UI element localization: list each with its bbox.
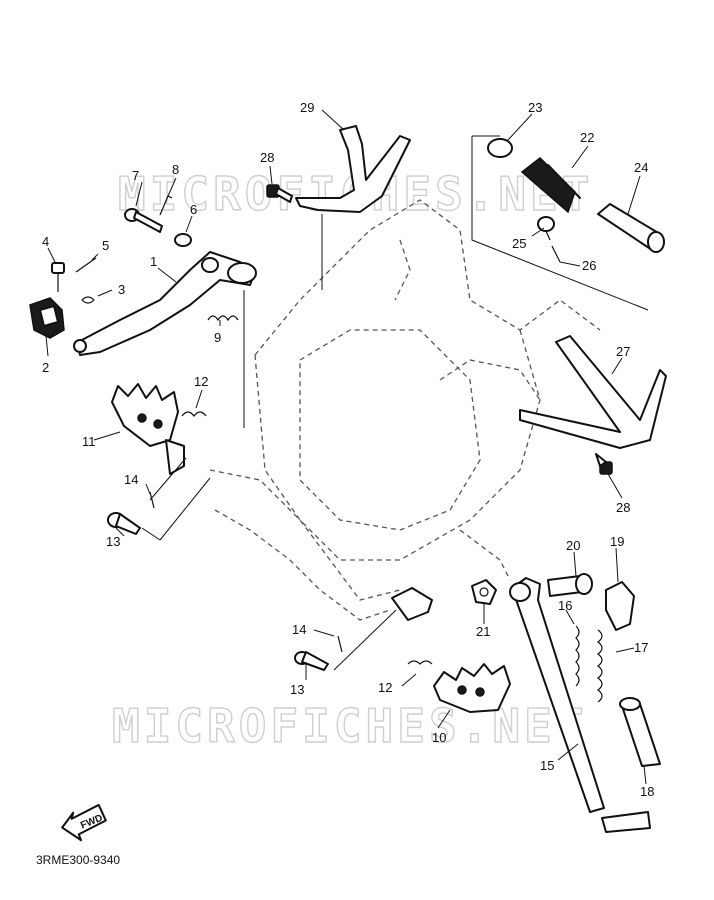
- callout-29: 29: [300, 100, 314, 115]
- sidestand: [509, 577, 651, 833]
- footrest-mount-right: [391, 587, 433, 621]
- callout-4: 4: [42, 234, 49, 249]
- callout-14-left: 14: [124, 472, 138, 487]
- bolt-right: [595, 453, 613, 475]
- assembly-bracket-22-26: [471, 135, 649, 311]
- footrest-cotter-left: [149, 491, 155, 509]
- footrest-pin-rear: [597, 203, 665, 253]
- split-pin: [551, 245, 561, 263]
- footrest-left: [111, 383, 185, 475]
- callout-25: 25: [512, 236, 526, 251]
- footrest-cotter-right: [337, 635, 343, 653]
- nut: [471, 579, 497, 605]
- callout-13-left: 13: [106, 534, 120, 549]
- callout-12-left: 12: [194, 374, 208, 389]
- pivot-pin: [51, 262, 65, 292]
- pedal-spring: [81, 296, 95, 304]
- callout-16: 16: [558, 598, 572, 613]
- pedal-tip: [29, 297, 65, 339]
- callout-12-right: 12: [378, 680, 392, 695]
- fwd-arrow-icon: FWD: [61, 803, 107, 842]
- brake-pedal: [73, 251, 257, 356]
- frame-outline: [209, 199, 601, 621]
- callout-17: 17: [634, 640, 648, 655]
- sidestand-spring-17: [597, 629, 603, 703]
- callout-23: 23: [528, 100, 542, 115]
- callout-28-top: 28: [260, 150, 274, 165]
- callout-11: 11: [82, 434, 96, 449]
- callout-1: 1: [150, 254, 157, 269]
- callout-3: 3: [118, 282, 125, 297]
- callout-28-right: 28: [616, 500, 630, 515]
- leader-lines: [45, 109, 647, 785]
- cotter-pin: [75, 257, 97, 273]
- bracket: [295, 125, 411, 213]
- callout-22: 22: [580, 130, 594, 145]
- bolt-top: [266, 184, 293, 203]
- callout-8: 8: [172, 162, 179, 177]
- footrest-rubber: [520, 157, 581, 214]
- watermark-bottom: MICROFICHES.NET: [112, 699, 587, 753]
- callout-15: 15: [540, 758, 554, 773]
- callout-9: 9: [214, 330, 221, 345]
- callout-2: 2: [42, 360, 49, 375]
- return-spring: [207, 315, 239, 322]
- footrest-spring-right: [407, 660, 433, 665]
- callout-26: 26: [582, 258, 596, 273]
- callout-24: 24: [634, 160, 648, 175]
- diagram-code: 3RME300-9340: [36, 853, 120, 867]
- footrest-pin-left: [107, 512, 141, 535]
- callout-18: 18: [640, 784, 654, 799]
- callout-13-right: 13: [290, 682, 304, 697]
- washer-23: [487, 138, 513, 158]
- sidestand-sleeve: [619, 697, 661, 767]
- callout-10: 10: [432, 730, 446, 745]
- callout-19: 19: [610, 534, 624, 549]
- callout-14-right: 14: [292, 622, 306, 637]
- pivot-bolt: [124, 208, 163, 233]
- footrest-right: [433, 663, 511, 713]
- rear-footrest-bracket: [519, 335, 667, 449]
- callout-6: 6: [190, 202, 197, 217]
- callout-20: 20: [566, 538, 580, 553]
- callout-7: 7: [132, 168, 139, 183]
- washer: [174, 233, 192, 247]
- footrest-spring-left: [181, 411, 207, 417]
- callout-27: 27: [616, 344, 630, 359]
- spring-plate: [605, 581, 635, 631]
- footrest-pin-right: [294, 651, 329, 671]
- callout-5: 5: [102, 238, 109, 253]
- callout-21: 21: [476, 624, 490, 639]
- sidestand-bolt: [547, 573, 593, 597]
- rivet: [537, 216, 555, 241]
- callouts: 1 2 3 4 5 6 7 8 9 10 11 12 12 13 13 14 1…: [42, 100, 654, 799]
- sidestand-spring-16: [575, 625, 580, 687]
